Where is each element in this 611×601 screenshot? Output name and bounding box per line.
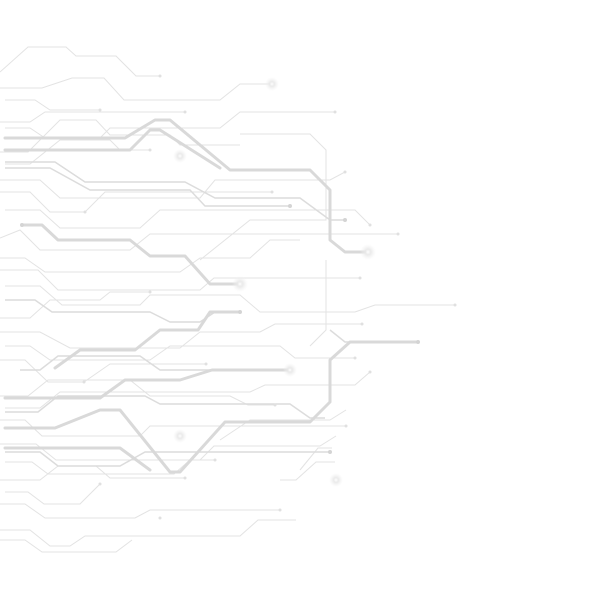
thin-traces: [0, 46, 455, 553]
glow-nodes: [173, 77, 376, 487]
bold-traces: [3, 118, 420, 474]
medium-traces: [5, 161, 418, 467]
